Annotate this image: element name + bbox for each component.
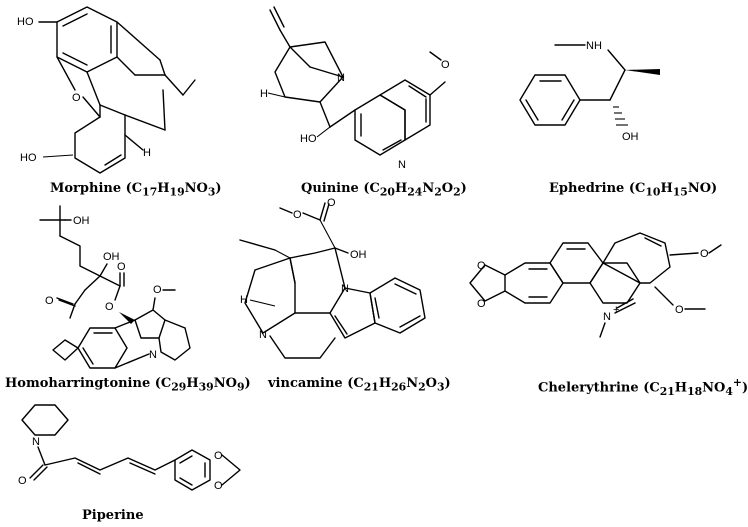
atom-label: OH (622, 131, 639, 143)
atom-label: O (477, 260, 486, 272)
atom-label: N (398, 159, 406, 171)
vincamine-caption: vincamine (C21H26N2O3) (268, 376, 451, 394)
atom-label: HO (20, 152, 37, 164)
atom-label: OH (73, 215, 90, 227)
atom-label: O (700, 248, 709, 260)
atom-label: H (260, 88, 268, 100)
atom-label: N (603, 311, 611, 323)
atom-label: N (337, 72, 345, 84)
atom-label: N (149, 349, 157, 361)
atom-label: N (32, 436, 40, 448)
atom-label: H (240, 294, 248, 306)
atom-label: O (45, 295, 54, 307)
vincamine-structure: O O OH N H N (235, 197, 445, 376)
atom-label: O (214, 480, 223, 492)
atom-label: HO (300, 133, 317, 145)
homoharringtonine-structure: OH OH O O O O N (35, 198, 225, 376)
atom-label: O (214, 450, 223, 462)
atom-label: H (143, 147, 151, 159)
piperine-caption: Piperine (82, 508, 144, 523)
atom-label: OH (103, 251, 120, 263)
quinine-caption: Quinine (C20H24N2O2) (301, 181, 467, 199)
ephedrine-structure: NH OH (510, 25, 690, 175)
ephedrine-caption: Ephedrine (C10H15NO) (549, 181, 718, 199)
atom-label: O (18, 475, 27, 487)
chelerythrine-structure: O O N + O O (455, 205, 725, 370)
morphine-structure: HO O HO H (15, 5, 200, 180)
morphine-caption: Morphine (C17H19NO3) (50, 181, 222, 199)
piperine-structure: N O O O (10, 400, 260, 508)
atom-label: + (613, 304, 619, 316)
atom-label: O (105, 301, 114, 313)
atom-label: O (675, 304, 684, 316)
atom-label: O (293, 209, 302, 221)
atom-label: OH (350, 249, 367, 261)
atom-label: NH (586, 40, 602, 52)
chelerythrine-caption: Chelerythrine (C21H18NO4+) (538, 376, 748, 398)
atom-label: O (72, 92, 81, 104)
atom-label: O (441, 59, 450, 71)
atom-label: N (259, 329, 267, 341)
quinine-structure: N H HO N O (255, 2, 455, 180)
homoharringtonine-caption: Homoharringtonine (C29H39NO9) (5, 376, 251, 394)
atom-label: O (327, 197, 336, 209)
atom-label: O (153, 284, 162, 296)
atom-label: O (477, 298, 486, 310)
atom-label: N (341, 283, 349, 295)
atom-label: O (117, 261, 126, 273)
atom-label: HO (17, 16, 34, 28)
